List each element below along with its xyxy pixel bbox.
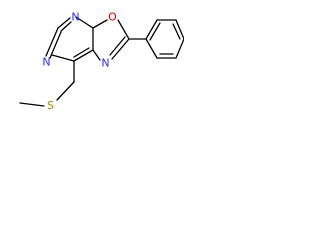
atom-labels: N N O N S [42,11,117,113]
atom-label-n-ring: N [101,57,109,70]
bond-c2-o [92,19,108,29]
bond-ph1-ph2-double [149,22,161,41]
bond-ph3-ph4-double [172,23,181,40]
molecule-structure-diagram: N N O N S [19,10,184,113]
bond-n5-c6-double [49,31,62,59]
bond-ph4-ph5 [175,38,184,59]
atom-label-n-left: N [42,56,50,69]
bond-c3-c4-double [73,47,90,58]
atom-label-o-ring: O [108,11,117,24]
oxazole-ring-bonds [92,19,130,61]
bond-ph3-ph4 [175,19,184,40]
bond-o-c7 [117,19,130,40]
bond-n1-c2 [75,16,94,29]
thioether-bonds [19,60,75,107]
bond-s-link [56,81,75,101]
bond-n5-c6 [45,27,59,57]
bond-c7-n [111,38,130,60]
atom-label-s-thioether: S [47,99,54,112]
bond-s-methyl [19,102,45,107]
bond-c4-n5 [51,54,75,62]
bond-c6-n1-double [60,21,72,32]
bond-c3-c4 [73,49,94,62]
atom-label-n-top: N [71,11,79,24]
pyrimidine-ring-bonds [45,16,94,62]
bond-n-c3 [92,49,101,61]
bond-c7-n-double [109,36,126,56]
bond-ph6-ph1 [145,38,158,59]
phenyl-ring-bonds [128,19,184,59]
bond-ph1-ph2 [145,19,158,40]
bond-c6-n1 [57,17,71,29]
